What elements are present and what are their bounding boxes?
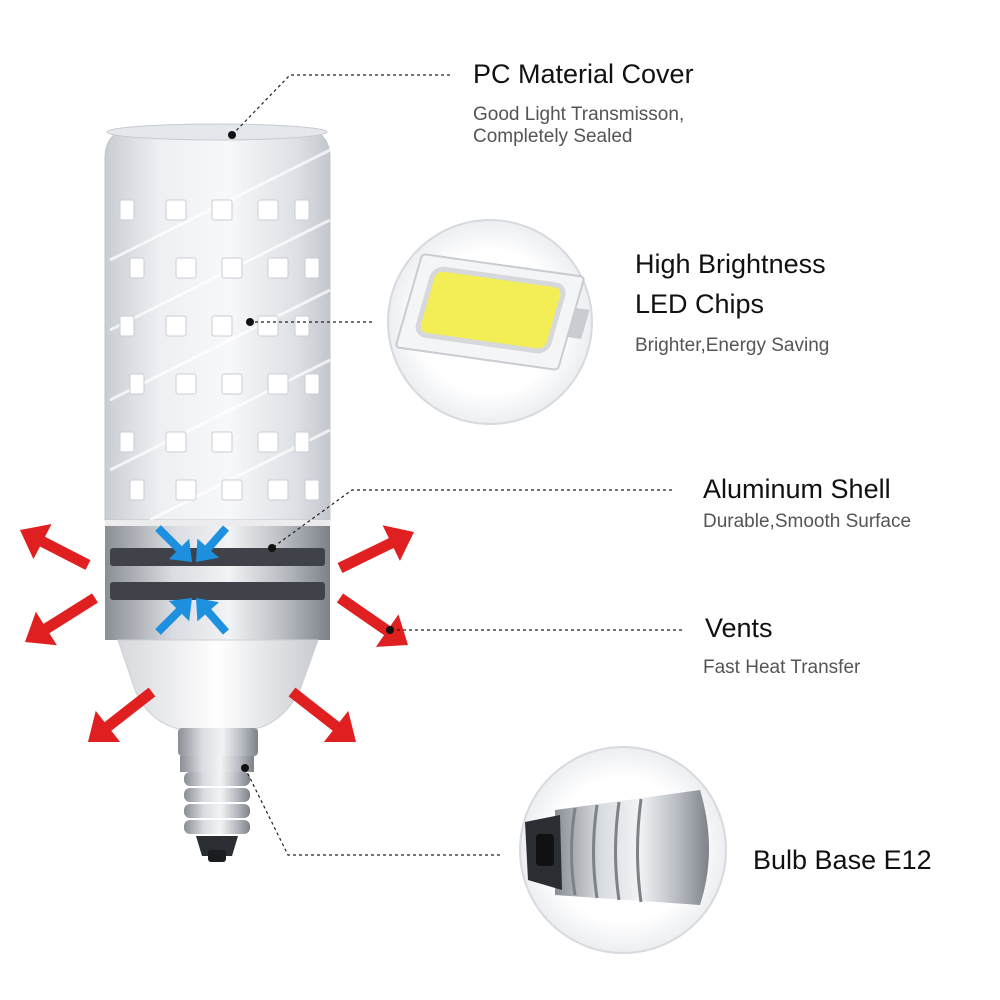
led-chip [211,431,233,453]
heat-arrow [337,525,414,573]
feature-desc-aluminum-shell: Durable,Smooth Surface [703,511,912,532]
e12-base [178,728,258,862]
feature-title-led-line2: LED Chips [635,289,765,319]
led-chip [294,199,310,221]
led-chip [165,315,187,337]
airflow-arrow [155,598,192,635]
heat-arrow [20,523,91,570]
led-chip [221,479,243,501]
led-chip [175,257,197,279]
led-chip [165,199,187,221]
feature-title-led-line1: High Brightness [635,249,826,279]
led-chip [294,315,310,337]
heat-flow-arrows [20,523,414,743]
led-chip [304,257,320,279]
heat-arrow [288,687,356,743]
heat-arrow [88,687,156,743]
leader-lines [228,74,682,856]
led-chip [267,373,289,395]
led-chip [304,373,320,395]
feature-desc-pc-cover-line2: Completely Sealed [473,126,633,147]
airflow-arrow [196,525,229,562]
led-chip-closeup [395,253,590,371]
cover-top-rim [106,123,328,141]
airflow-arrows [155,525,229,635]
led-chip [257,199,279,221]
led-chip [175,479,197,501]
led-chip [175,373,197,395]
led-chip [211,315,233,337]
heat-arrow [25,593,98,646]
feature-title-bulb-base: Bulb Base E12 [753,845,932,875]
feature-title-aluminum-shell: Aluminum Shell [703,474,891,504]
vent-slot [110,582,325,600]
heat-arrow [336,593,408,647]
bulb-neck [117,639,319,731]
airflow-arrow [196,598,229,635]
led-chip [211,199,233,221]
led-chip [294,431,310,453]
led-chip [304,479,320,501]
feature-title-pc-cover: PC Material Cover [473,59,694,89]
led-chip [129,373,145,395]
feature-desc-pc-cover-line1: Good Light Transmisson, [473,104,685,125]
bulb-base-closeup [525,790,709,905]
led-chip-grid [119,199,320,501]
led-chip [267,479,289,501]
led-chip [119,315,135,337]
led-chip [257,315,279,337]
airflow-arrow [155,525,192,562]
led-chip [119,431,135,453]
led-chip [165,431,187,453]
feature-title-vents: Vents [705,613,773,643]
led-chip [257,431,279,453]
led-chip [129,257,145,279]
feature-desc-vents: Fast Heat Transfer [703,657,861,678]
led-chip [129,479,145,501]
feature-desc-led: Brighter,Energy Saving [635,335,830,356]
led-chip [221,373,243,395]
led-chip [221,257,243,279]
led-chip [267,257,289,279]
led-chip [119,199,135,221]
